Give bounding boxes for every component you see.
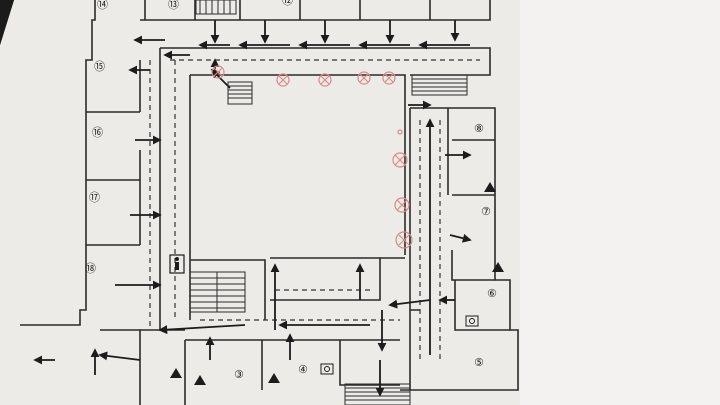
paper-shadow (520, 0, 720, 405)
room-12: ⑫ (282, 0, 293, 7)
evacuation-arrow-icon (33, 20, 472, 397)
room-5: ⑤ (474, 356, 484, 369)
hydrant-icon (170, 182, 504, 385)
room-6: ⑥ (487, 287, 497, 300)
room-14: ⑭ (97, 0, 108, 11)
fire-extinguisher-icon (211, 65, 413, 249)
photo-edge (0, 0, 14, 45)
room-7: ⑦ (481, 205, 491, 218)
elevator-icon (169, 254, 185, 274)
room-4: ④ (298, 363, 308, 376)
room-18: ⑱ (85, 262, 96, 275)
room-3: ③ (234, 368, 244, 381)
telephone-icon (320, 315, 479, 375)
room-13: ⑬ (168, 0, 179, 11)
room-16: ⑯ (92, 126, 103, 139)
room-15: ⑮ (94, 60, 105, 73)
room-labels: ⑭ ⑬ ⑫ ⑮ ⑯ ⑰ ⑱ ⑧ ⑦ ⑥ ⑤ ④ ③ (85, 0, 497, 381)
room-17: ⑰ (89, 191, 100, 204)
room-8: ⑧ (474, 122, 484, 135)
